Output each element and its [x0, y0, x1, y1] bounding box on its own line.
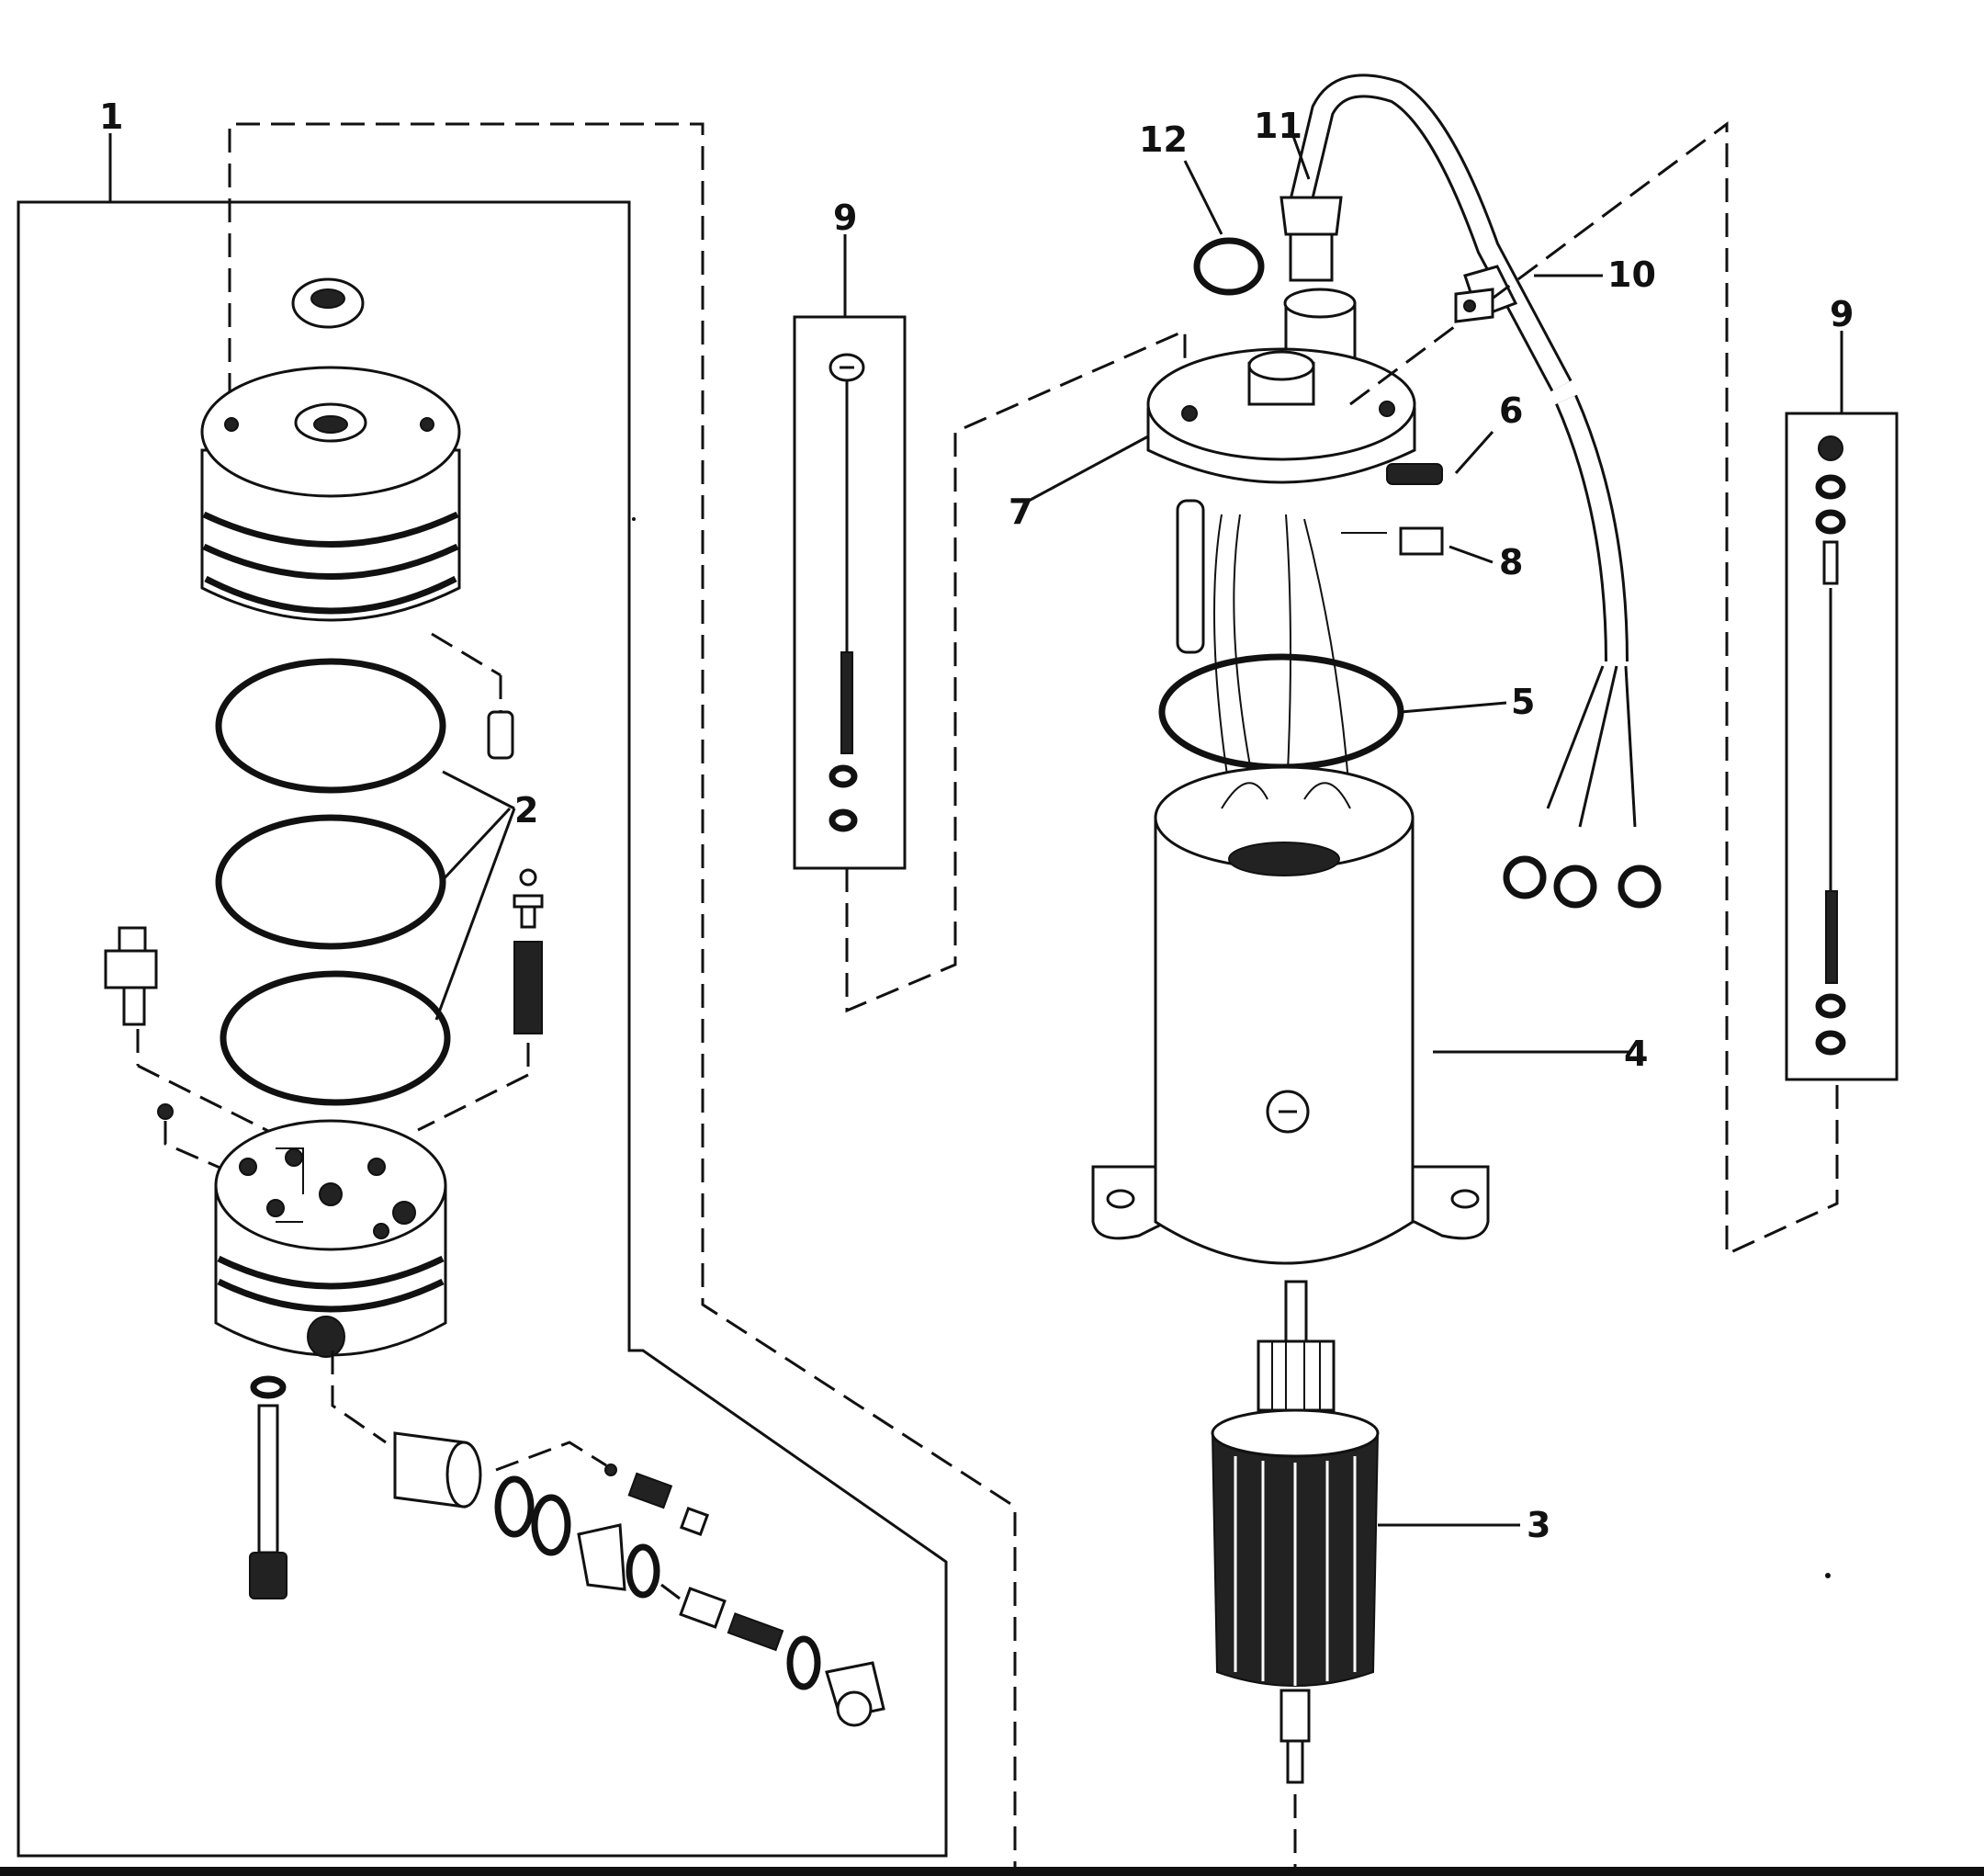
brush-spring: 6: [1386, 390, 1523, 485]
callout-4: 4: [1624, 1034, 1648, 1074]
callout-5: 5: [1511, 682, 1535, 722]
check-ball: [157, 1103, 174, 1120]
callout-10: 10: [1607, 254, 1656, 295]
assembly-guide-line-right: [1349, 121, 1839, 1257]
dowel-pin: [487, 710, 514, 760]
top-seal: [291, 277, 365, 329]
left-rod-box: 9: [793, 198, 1187, 1013]
callout-9-left: 9: [833, 198, 857, 238]
right-rod-box: 9: [1785, 294, 1899, 1081]
o-rings: 2: [215, 658, 538, 1106]
mounting-bolt: [249, 1375, 287, 1599]
motor-housing: 4: [1091, 765, 1648, 1265]
callout-6: 6: [1499, 390, 1523, 431]
callout-12: 12: [1139, 119, 1188, 160]
valve-spool-parts: [331, 1350, 885, 1727]
armature: 3: [1211, 1280, 1550, 1784]
sealing-washer: 12: [1139, 119, 1265, 296]
callout-7: 7: [1009, 492, 1032, 532]
bottom-border: [0, 1867, 1984, 1876]
motor-end-cap: 7: [1009, 347, 1416, 532]
callout-9-right: 9: [1830, 294, 1854, 334]
reservoir-cap: [200, 366, 502, 712]
cable-clamp: 10: [1454, 254, 1656, 323]
brush: 8: [1399, 526, 1523, 582]
callout-2: 2: [514, 790, 538, 831]
pump-body: [214, 1119, 447, 1358]
callout-1: 1: [99, 96, 123, 137]
power-cable: [1288, 73, 1662, 909]
callout-11: 11: [1254, 106, 1302, 146]
check-valve-fitting: [104, 926, 276, 1136]
callout-8: 8: [1499, 542, 1523, 582]
cable-grommet: 11: [1254, 106, 1357, 388]
brush-pin: [1176, 499, 1205, 654]
relief-spring: [417, 868, 544, 1132]
callout-3: 3: [1527, 1505, 1550, 1545]
motor-o-ring: 5: [1158, 653, 1535, 771]
pump-assembly-box: 1: [17, 96, 948, 1858]
